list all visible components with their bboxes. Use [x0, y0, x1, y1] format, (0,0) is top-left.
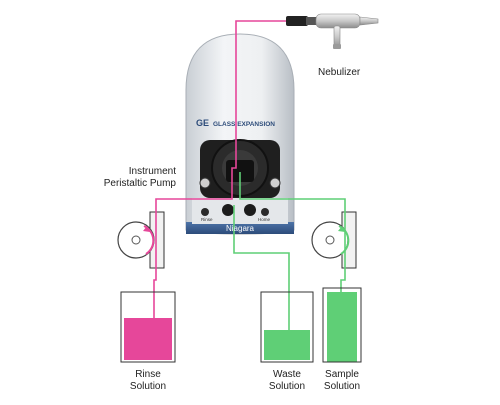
- right-pump-cassette: [311, 211, 357, 269]
- waste-label-line2: Solution: [268, 381, 306, 392]
- rinse-tubing: [153, 20, 286, 324]
- sample-label-line2: Solution: [323, 381, 361, 392]
- brand-name: GLASS EXPANSION: [213, 121, 275, 128]
- waste-beaker: [260, 291, 314, 363]
- pump-label-line1: Instrument: [128, 166, 176, 177]
- left-pump-cassette: [117, 211, 165, 269]
- sample-label-line1: Sample: [325, 369, 359, 380]
- model-name: Niagara: [226, 224, 255, 233]
- sample-solution-label: Sample Solution: [313, 369, 371, 393]
- rinse-button-label: Rinse: [201, 217, 213, 222]
- rinse-solution-label: Rinse Solution: [118, 369, 178, 393]
- pump-label-line2: Peristaltic Pump: [103, 178, 176, 189]
- rinse-label-line2: Solution: [129, 381, 167, 392]
- waste-solution-label: Waste Solution: [259, 369, 315, 393]
- home-button-label: Home: [258, 217, 271, 222]
- waste-label-line1: Waste: [273, 369, 301, 380]
- pump-housing: [185, 33, 295, 235]
- nebulizer: [286, 13, 379, 49]
- brand-mark: GE: [196, 118, 209, 128]
- nebulizer-label: Nebulizer: [318, 67, 361, 78]
- rinse-label-line1: Rinse: [135, 369, 161, 380]
- sample-beaker: [322, 287, 362, 363]
- pump-label: Instrument Peristaltic Pump: [80, 166, 176, 190]
- rinse-beaker: [120, 291, 176, 363]
